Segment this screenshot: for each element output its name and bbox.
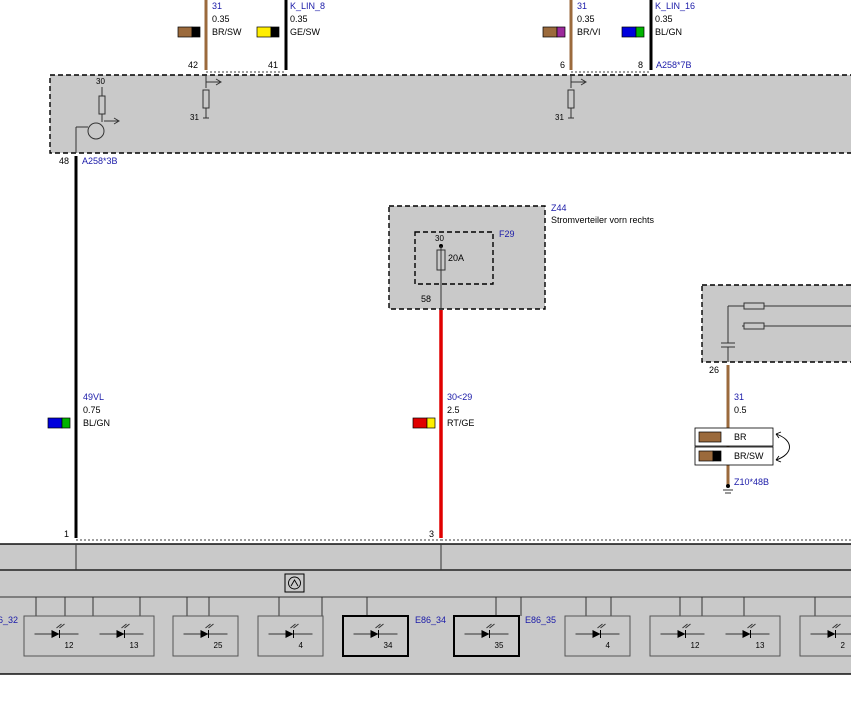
wire-color-code: GE/SW (290, 27, 321, 37)
wire-color-code: BL/GN (83, 418, 110, 428)
wire-color-code: BR/VI (577, 27, 601, 37)
resistor-icon (743, 302, 765, 310)
pin-number: 6 (560, 60, 565, 70)
ground-connector: Z10*48B (734, 477, 769, 487)
led-block (453, 615, 520, 657)
wire-30-29[interactable]: 30<29 2.5 RT/GE 3 (412, 310, 474, 539)
led-number: 2 (841, 641, 846, 650)
pin-number: 1 (64, 529, 69, 539)
resistor-icon (743, 322, 765, 330)
led-block (649, 615, 781, 657)
led-icon (575, 623, 620, 638)
wire-name: K_LIN_16 (655, 1, 695, 11)
color-swatch-b (556, 26, 566, 38)
led-icon (34, 623, 79, 638)
color-swatch-a (542, 26, 558, 38)
option-b-label: BR/SW (734, 451, 764, 461)
led-number: 4 (606, 641, 611, 650)
led-icon (464, 623, 509, 638)
wire-gauge: 0.35 (212, 14, 230, 24)
alternative-arrow-icon (775, 433, 790, 461)
wire-name: 49VL (83, 392, 104, 402)
led-group-label: E86_35 (525, 615, 556, 625)
fuse-box-name: Stromverteiler vorn rechts (551, 215, 655, 225)
transistor-icon (87, 122, 105, 140)
control-module: 30 31 31 48 A258*3B (49, 74, 851, 166)
led-layer: 12 13 25 4 34 35 4 12 13 2 (23, 597, 851, 657)
fuse-id: F29 (499, 229, 515, 239)
led-icon (725, 623, 770, 638)
led-number: 34 (384, 641, 393, 650)
led-block (257, 615, 324, 657)
led-icon (268, 623, 313, 638)
pin-30-label: 30 (96, 77, 105, 86)
pin-number: 41 (268, 60, 278, 70)
led-block (23, 615, 155, 657)
wire-color-code: RT/GE (447, 418, 474, 428)
pin-number: 8 (638, 60, 643, 70)
pin-number: 42 (188, 60, 198, 70)
led-number: 13 (756, 641, 765, 650)
led-number: 25 (214, 641, 223, 650)
led-block (172, 615, 239, 657)
wire-49vl[interactable]: 49VL 0.75 BL/GN 1 (47, 156, 110, 539)
fuse-box-id: Z44 (551, 203, 567, 213)
resistor-icon (98, 95, 106, 115)
wire-color-code: BL/GN (655, 27, 682, 37)
wire-gauge: 0.35 (655, 14, 673, 24)
wire-name: 31 (734, 392, 744, 402)
wire-name: K_LIN_8 (290, 1, 325, 11)
switch-icon: 31 (555, 74, 587, 122)
wire-gauge: 0.75 (83, 405, 101, 415)
led-icon (183, 623, 228, 638)
pin-number: 26 (709, 365, 719, 375)
wire-name: 31 (212, 1, 222, 11)
color-swatch-a (177, 26, 193, 38)
pin-31-label: 31 (190, 113, 199, 122)
right-module: 26 31 0.5 BR BR/SW Z10*48B (694, 284, 851, 494)
connector-label: A258*7B (656, 60, 692, 70)
wire-name: 31 (577, 1, 587, 11)
module-symbol-icon (284, 573, 305, 593)
led-icon (810, 623, 851, 638)
fuse-pin-out: 58 (421, 294, 431, 304)
led-group-label: E86_32 (0, 615, 18, 625)
switch-icon: 31 (190, 74, 222, 122)
wire-color-code: BR/SW (212, 27, 242, 37)
top-wires: 31 0.35 BR/SW 42 K_LIN_8 0.35 GE/SW 41 3… (177, 0, 695, 73)
led-block (799, 615, 851, 657)
option-a-label: BR (734, 432, 747, 442)
led-block (342, 615, 409, 657)
color-swatch-b (270, 26, 280, 38)
color-swatch-a (256, 26, 272, 38)
pin-31-label: 31 (555, 113, 564, 122)
wire-gauge: 0.35 (290, 14, 308, 24)
led-icon (99, 623, 144, 638)
wire-name: 30<29 (447, 392, 472, 402)
led-number: 4 (299, 641, 304, 650)
wire-gauge: 2.5 (447, 405, 460, 415)
fuse-box: Z44 Stromverteiler vorn rechts F29 30 20… (388, 203, 655, 310)
color-swatch-a (621, 26, 637, 38)
connector-label: A258*3B (82, 156, 118, 166)
fuse-rating: 20A (448, 253, 464, 263)
wire-gauge: 0.35 (577, 14, 595, 24)
led-block (564, 615, 631, 657)
led-icon (660, 623, 705, 638)
color-swatch-b (635, 26, 645, 38)
led-number: 12 (65, 641, 74, 650)
led-number: 35 (495, 641, 504, 650)
pin-48-label: 48 (59, 156, 69, 166)
led-icon (353, 623, 398, 638)
wire-gauge: 0.5 (734, 405, 747, 415)
fuse-pin-in: 30 (435, 234, 444, 243)
led-group-label: E86_34 (415, 615, 446, 625)
bottom-module: E86_32 E86_34 E86_35 12 13 25 4 34 35 4 12 13 2 (0, 539, 851, 675)
led-number: 13 (130, 641, 139, 650)
pin-number: 3 (429, 529, 434, 539)
led-number: 12 (691, 641, 700, 650)
color-swatch-b (191, 26, 201, 38)
